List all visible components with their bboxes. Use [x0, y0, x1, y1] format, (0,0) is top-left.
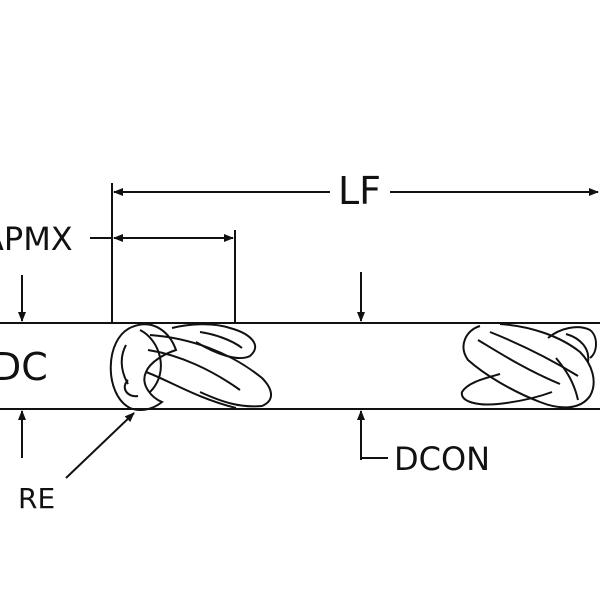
lf-label: LF — [338, 169, 381, 213]
dc-label: DC — [0, 345, 48, 389]
re-label: RE — [18, 482, 55, 515]
apmx-label: APMX — [0, 220, 73, 258]
dcon-label: DCON — [394, 440, 490, 478]
right-ball-end — [460, 323, 597, 409]
re-leader — [65, 412, 135, 479]
left-ball-end — [109, 323, 272, 411]
